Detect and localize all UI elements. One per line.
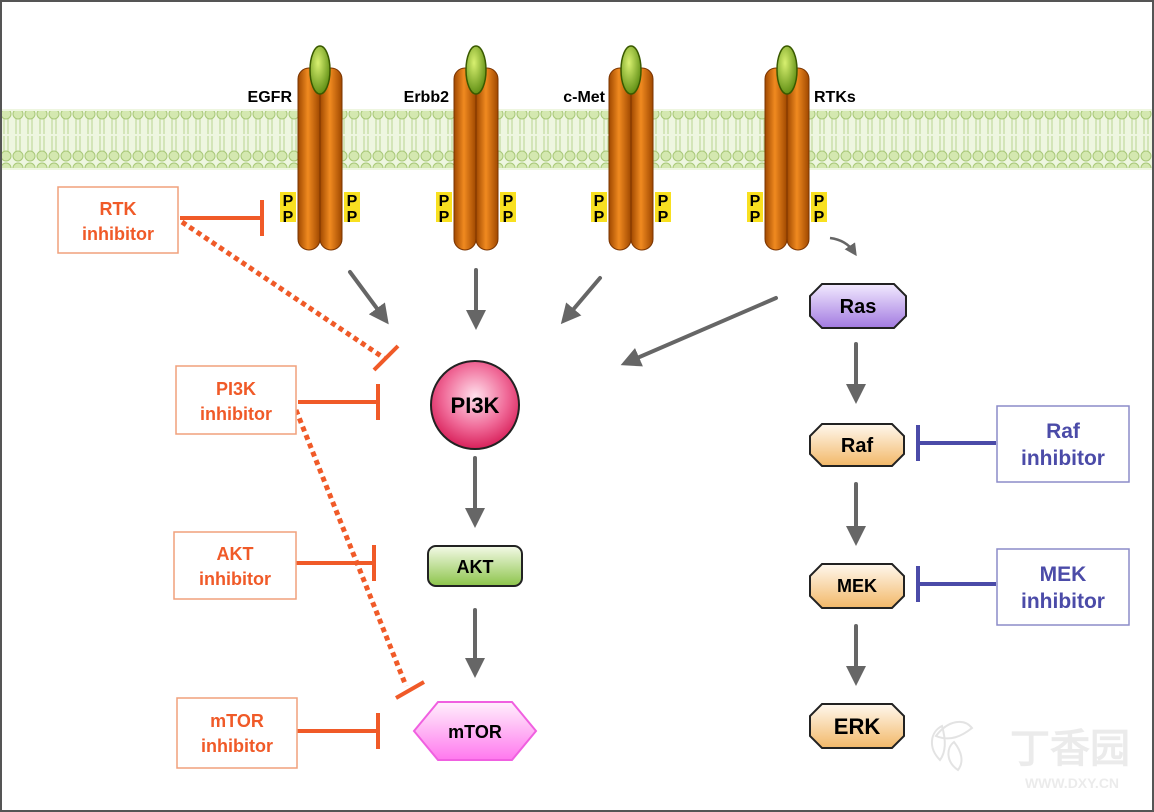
mtor-label: mTOR — [448, 722, 502, 742]
phospho-p: P — [503, 209, 514, 226]
inhibitor-box-raf: Raf inhibitor — [996, 405, 1130, 483]
raf-inhibitor-line1: Raf — [1046, 420, 1081, 443]
inhibitor-box-mtor: mTOR inhibitor — [176, 697, 298, 769]
akt-label: AKT — [457, 557, 494, 577]
watermark-url: WWW.DXY.CN — [1025, 775, 1119, 791]
phospho-p: P — [658, 209, 669, 226]
mtor-inhibitor-line1: mTOR — [210, 711, 264, 731]
inhibitor-box-mek: MEK inhibitor — [996, 548, 1130, 626]
phospho-p: P — [347, 209, 358, 226]
phospho-p: P — [439, 193, 450, 210]
pi3k-label: PI3K — [451, 393, 500, 418]
receptor-cmet — [591, 45, 671, 251]
mek-inhibitor-line1: MEK — [1040, 563, 1087, 586]
node-akt: AKT — [427, 545, 523, 587]
receptor-rtks — [747, 45, 827, 251]
raf-inhibitor-line2: inhibitor — [1021, 447, 1105, 470]
mek-inhibitor-line2: inhibitor — [1021, 590, 1105, 613]
receptor-egfr — [280, 45, 360, 251]
mek-label: MEK — [837, 576, 877, 596]
arrow-cmet-pi3k — [560, 276, 602, 325]
mtor-inhibitor-line2: inhibitor — [201, 736, 273, 756]
phospho-p: P — [283, 209, 294, 226]
label-cmet: c-Met — [563, 89, 605, 106]
arrow-ras-pi3k — [620, 296, 778, 367]
akt-inhibitor-line1: AKT — [217, 544, 254, 564]
pi3k-inhibitor-line1: PI3K — [216, 379, 256, 399]
inhibitor-box-rtk: RTK inhibitor — [57, 186, 179, 254]
arrow-egfr-pi3k — [348, 270, 389, 325]
rtk-inhibitor-line2: inhibitor — [82, 224, 154, 244]
rtk-inhibitor-line1: RTK — [100, 199, 137, 219]
ligand-icon — [309, 45, 331, 95]
phospho-p: P — [814, 193, 825, 210]
node-ras: Ras — [809, 283, 907, 329]
phospho-p: P — [750, 193, 761, 210]
ligand-icon — [620, 45, 642, 95]
pathway-arrows — [348, 268, 866, 686]
watermark: 丁香园 WWW.DXY.CN — [931, 720, 1130, 791]
arrow-rtks-ras — [829, 236, 857, 257]
watermark-brand: 丁香园 — [1010, 727, 1130, 771]
ras-label: Ras — [840, 296, 877, 318]
node-erk: ERK — [809, 703, 905, 749]
receptor-erbb2 — [436, 45, 516, 251]
erk-label: ERK — [834, 714, 881, 739]
label-rtks: RTKs — [814, 89, 856, 106]
phospho-p: P — [283, 193, 294, 210]
watermark-flower-icon — [934, 720, 974, 740]
raf-label: Raf — [841, 435, 874, 457]
phospho-p: P — [594, 209, 605, 226]
pi3k-inhibitor-line2: inhibitor — [200, 404, 272, 424]
phospho-p: P — [503, 193, 514, 210]
node-raf: Raf — [809, 423, 905, 467]
ligand-icon — [465, 45, 487, 95]
akt-inhibitor-line2: inhibitor — [199, 569, 271, 589]
phospho-p: P — [658, 193, 669, 210]
node-pi3k: PI3K — [430, 360, 520, 450]
label-egfr: EGFR — [248, 89, 293, 106]
ligand-icon — [776, 45, 798, 95]
inhibitor-box-pi3k: PI3K inhibitor — [175, 365, 297, 435]
inhibitor-box-akt: AKT inhibitor — [173, 531, 297, 600]
label-erbb2: Erbb2 — [404, 89, 449, 106]
node-mek: MEK — [809, 563, 905, 609]
node-mtor: mTOR — [412, 701, 538, 761]
inhibitor-lines-right — [916, 425, 996, 602]
inhibitor-lines-left — [180, 200, 425, 749]
lipid-bilayer — [2, 111, 1152, 168]
phospho-p: P — [750, 209, 761, 226]
phospho-p: P — [347, 193, 358, 210]
phospho-p: P — [814, 209, 825, 226]
phospho-p: P — [439, 209, 450, 226]
phospho-p: P — [594, 193, 605, 210]
